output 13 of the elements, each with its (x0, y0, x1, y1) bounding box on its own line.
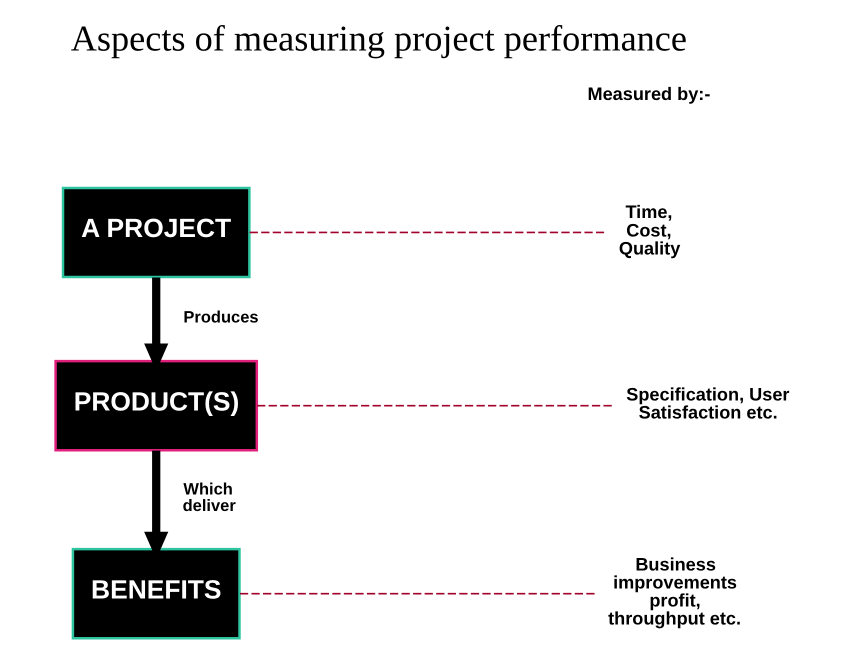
label: Measured by:- (587, 84, 710, 104)
node-box: A PROJECT (61, 186, 250, 278)
node-text: Specification, User Satisfaction etc. (626, 384, 789, 423)
node-text: Time, Cost, Quality (618, 202, 680, 258)
edge-label: Produces (182, 308, 258, 326)
edge-label: Which deliver (182, 480, 236, 516)
node-box: PRODUCT(S) (54, 360, 258, 452)
connector (256, 404, 613, 406)
node-text: Business improvements profit, throughput etc. (608, 554, 741, 629)
diagram-title: Aspects of measuring project performance (70, 18, 687, 58)
connector (239, 592, 594, 595)
node-box: BENEFITS (71, 548, 240, 640)
connector (249, 232, 604, 234)
